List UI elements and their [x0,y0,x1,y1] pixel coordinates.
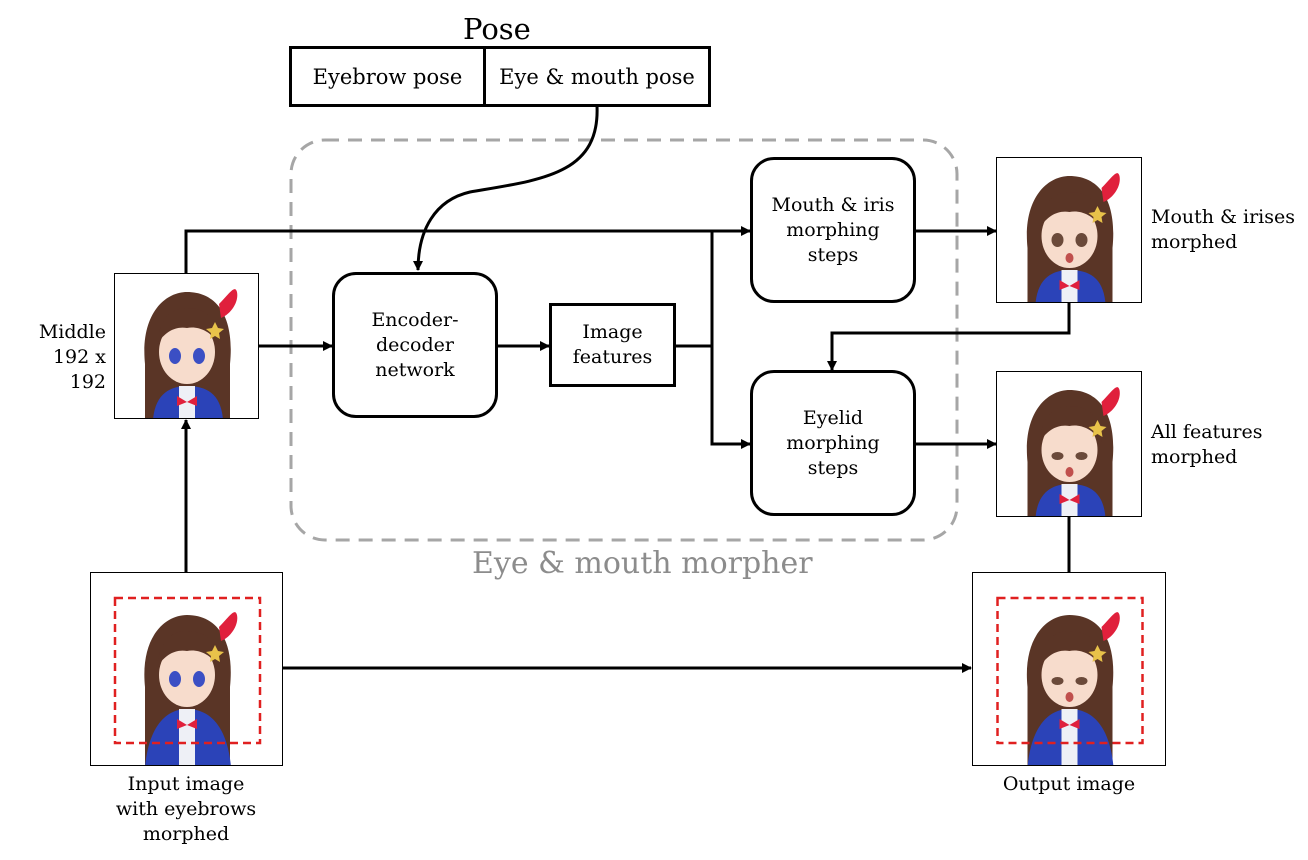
features-bus [676,231,714,348]
encoder-decoder-box: Encoder- decoder network [332,272,498,418]
pose-to-encoder-arrow [413,105,599,271]
mouth-irises-label: Mouth & irises morphed [1151,206,1295,253]
eyelid-morphing-label: Eyelid morphing steps [786,406,880,479]
all-features-label: All features morphed [1151,421,1263,468]
character-portrait [115,274,258,418]
input-image-label: Input image with eyebrows morphed [115,773,257,845]
mouth-iris-morphing-label: Mouth & iris morphing steps [771,193,895,266]
features-to-eyelid-arrow [710,346,751,449]
image-features-label: Image features [572,321,653,368]
eye-mouth-pose-label: Eye & mouth pose [499,64,695,89]
character-portrait [973,573,1165,765]
eyebrow-pose-box: Eyebrow pose [289,46,486,107]
middle-image [114,273,259,419]
mouth-image-to-eyelid-arrow [827,303,1071,371]
mouth-irises-morphed-image [996,157,1142,303]
eye-mouth-pose-box: Eye & mouth pose [483,46,711,107]
eyebrow-pose-label: Eyebrow pose [312,64,463,89]
encoder-decoder-label: Encoder- decoder network [371,308,459,381]
eyelid-morphing-box: Eyelid morphing steps [750,370,916,516]
crop-region-box [996,596,1144,745]
middle-image-label: Middle 192 x 192 [38,321,106,393]
character-portrait [997,158,1141,302]
character-portrait [91,573,282,765]
middle-to-mouth-iris-arrow [184,226,751,273]
pose-title: Pose [463,12,531,46]
image-features-box: Image features [549,303,676,387]
morpher-group-outline [289,138,959,542]
crop-region-box [113,596,262,745]
character-portrait [997,372,1141,516]
all-features-morphed-image [996,371,1142,517]
output-image-label: Output image [1002,773,1136,795]
input-image [90,572,283,766]
output-image [972,572,1166,766]
morpher-group-label: Eye & mouth morpher [472,546,813,581]
mouth-iris-morphing-box: Mouth & iris morphing steps [750,157,916,303]
